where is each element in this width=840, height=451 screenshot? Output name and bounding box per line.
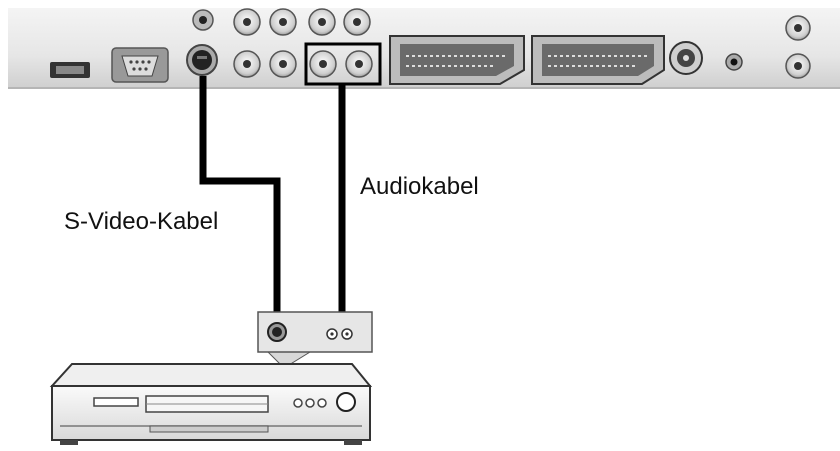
svideo-cable (199, 76, 281, 312)
vga-port (111, 47, 169, 83)
small-jack (725, 53, 743, 71)
rca-jacks-bottom (233, 50, 297, 78)
rca-jacks-right (785, 15, 811, 79)
audio-input-jacks (304, 42, 382, 86)
dvd-player (49, 363, 373, 445)
hdmi-port (50, 62, 90, 78)
tv-back-panel (8, 8, 840, 89)
headphone-jack (192, 9, 214, 31)
scart-port-2 (531, 35, 665, 85)
device-svideo-port (267, 322, 287, 342)
device-connector-inset (257, 311, 373, 369)
antenna-connector (669, 41, 703, 75)
svideo-port (186, 44, 218, 76)
scart-port-1 (389, 35, 525, 85)
svideo-cable-label: S-Video-Kabel (64, 208, 218, 235)
audio-cable-label: Audiokabel (360, 173, 479, 200)
device-audio-output-jacks (326, 328, 353, 340)
rca-jacks-top (233, 8, 371, 36)
